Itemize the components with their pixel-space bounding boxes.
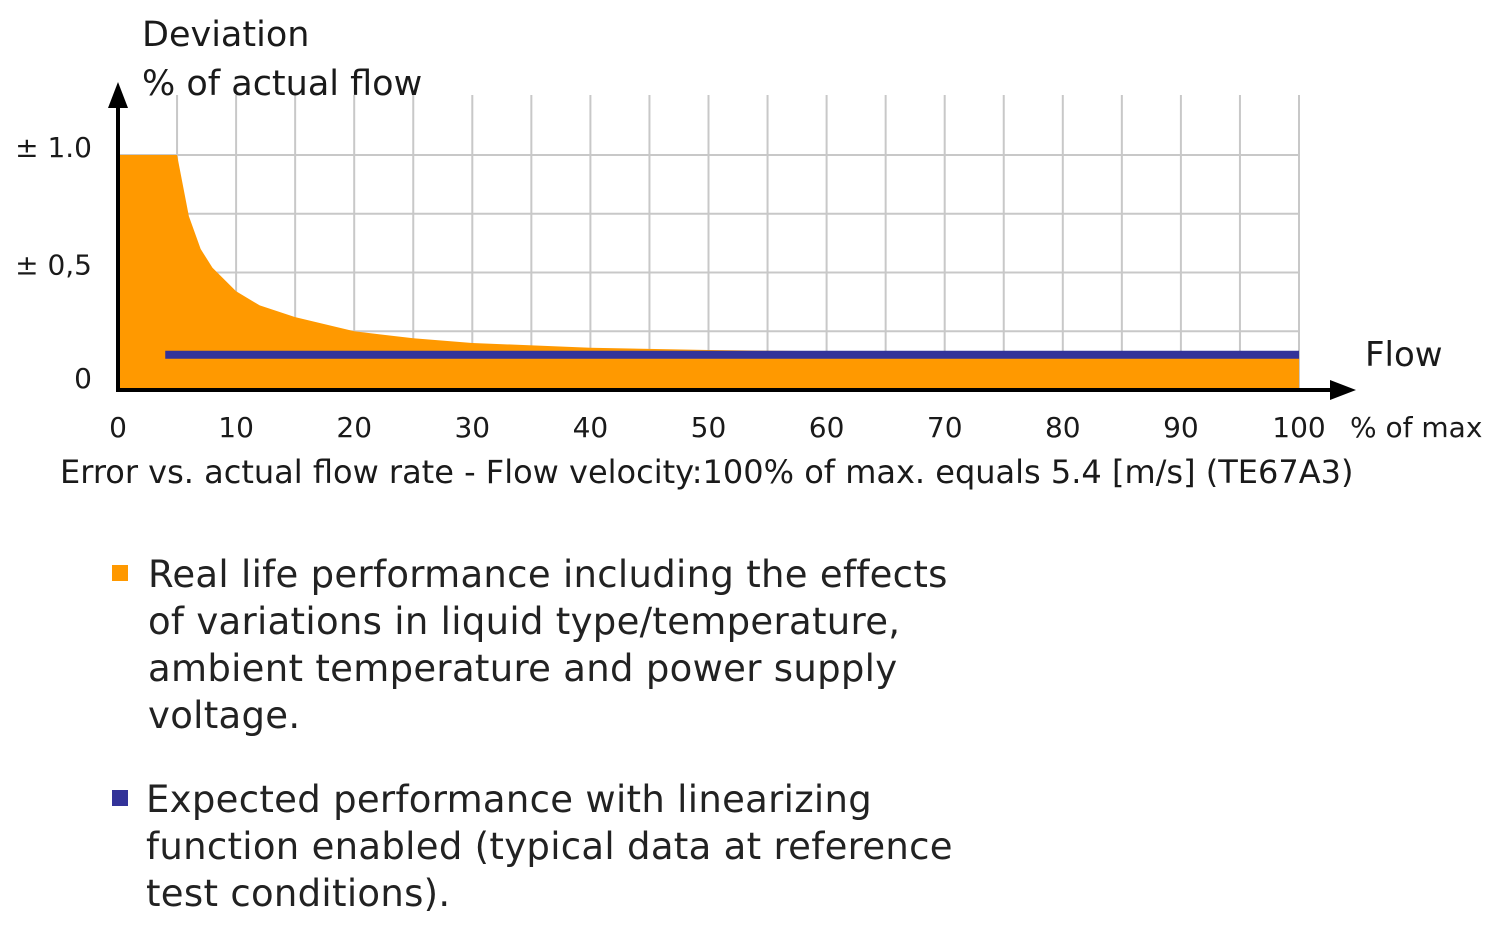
- x-tick-label: 100: [1272, 411, 1325, 444]
- x-tick-label: 20: [336, 411, 372, 444]
- x-tick-label: 60: [809, 411, 845, 444]
- y-axis-title-line2: % of actual flow: [142, 64, 422, 104]
- legend-item-expected: Expected performance with linearizing fu…: [112, 776, 953, 917]
- legend-text-real-life: Real life performance including the effe…: [148, 553, 948, 737]
- legend-swatch-orange: [112, 565, 128, 581]
- x-axis-unit: % of max: [1350, 411, 1482, 444]
- y-tick-label: ± 1.0: [15, 131, 92, 164]
- legend-swatch-blue: [112, 790, 128, 806]
- legend-text-expected: Expected performance with linearizing fu…: [146, 778, 953, 915]
- chart-marks: [118, 155, 1299, 390]
- y-axis-title-line1: Deviation: [142, 15, 309, 55]
- deviation-chart: 0 10 20 30 40 50 60 70 80 90 100 0 ± 0,5 ± 1.0 Deviat…: [15, 15, 1482, 491]
- x-tick-label: 80: [1045, 411, 1081, 444]
- x-tick-label: 30: [454, 411, 490, 444]
- axes: [108, 82, 1356, 400]
- x-tick-label: 90: [1163, 411, 1199, 444]
- x-axis-title: Flow: [1365, 335, 1443, 375]
- x-tick-label: 70: [927, 411, 963, 444]
- chart-caption: Error vs. actual flow rate - Flow veloci…: [60, 453, 1353, 491]
- y-tick-label: ± 0,5: [15, 249, 92, 282]
- x-axis-arrow-icon: [1330, 380, 1356, 400]
- series-area-real-life: [118, 155, 1299, 390]
- x-tick-label: 50: [691, 411, 727, 444]
- x-tick-label: 10: [218, 411, 254, 444]
- y-tick-label: 0: [74, 362, 92, 395]
- y-axis-arrow-icon: [108, 82, 128, 108]
- legend-item-real-life: Real life performance including the effe…: [112, 551, 948, 739]
- tick-labels: 0 10 20 30 40 50 60 70 80 90 100 0 ± 0,5 ± 1.0: [15, 131, 1326, 444]
- x-tick-label: 0: [109, 411, 127, 444]
- x-tick-label: 40: [573, 411, 609, 444]
